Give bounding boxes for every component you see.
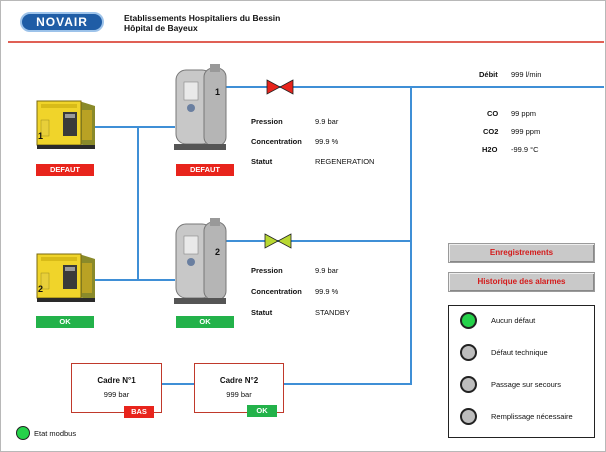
historique-alarmes-button[interactable]: Historique des alarmes [448,272,595,292]
pipe-main-riser [410,86,412,384]
gen2-pression-label: Pression [251,266,283,275]
gen1-pression-value: 9.9 bar [315,117,339,126]
compressor-1-icon[interactable] [35,98,97,150]
gen1-concentration-value: 99.9 % [315,137,339,146]
enregistrements-button[interactable]: Enregistrements [448,243,595,263]
compressor-2-status-badge: OK [36,316,94,328]
pipe-gen2-in [137,279,175,281]
site-title: Etablissements Hospitaliers du Bessin [124,13,281,23]
cadre-2-title: Cadre N°2 [219,376,259,385]
header-divider [8,41,604,43]
modbus-status-icon [16,426,30,440]
cadre-2-status-badge: OK [247,405,277,417]
pipe-gen1-in [137,126,175,128]
cadre-1-panel[interactable]: Cadre N°1 999 bar [71,363,162,413]
gen2-concentration-value: 99.9 % [315,287,339,296]
gen1-statut-value: REGENERATION [315,157,375,166]
gen2-concentration-label: Concentration [251,287,302,296]
debit-value: 999 l/min [511,70,542,79]
gen1-statut-label: Statut [251,157,273,166]
pipe-cadre-link [162,383,194,385]
co-label: CO [487,109,499,118]
h2o-label: H2O [482,145,498,154]
compressor-2-number: 2 [38,284,44,294]
pipe-compressor-collector [137,126,139,281]
status-legend: Aucun défaut Défaut technique Passage su… [448,305,595,438]
gen1-pression-label: Pression [251,117,283,126]
generator-2-icon[interactable] [174,216,230,306]
compressor-1-status-badge: DEFAUT [36,164,94,176]
co2-value: 999 ppm [511,127,541,136]
co-value: 99 ppm [511,109,537,118]
generator-1-icon[interactable] [174,62,230,152]
led-defaut-technique-icon [460,344,477,361]
pipe-compressor1 [95,126,138,128]
gen2-pression-value: 9.9 bar [315,266,339,275]
cadre-2-panel[interactable]: Cadre N°2 999 bar [194,363,284,413]
pipe-gen1-out [226,86,604,88]
legend-remplissage: Remplissage nécessaire [491,412,573,421]
led-passage-secours-icon [460,376,477,393]
legend-passage-secours: Passage sur secours [491,380,562,389]
compressor-1-number: 1 [38,131,44,141]
generator-2-number: 2 [215,247,221,257]
generator-2-status-badge: OK [176,316,234,328]
pipe-cadre2-out [284,383,412,385]
cadre-1-status-badge: BAS [124,406,154,418]
legend-aucun-defaut: Aucun défaut [491,316,536,325]
debit-label: Débit [479,70,498,79]
led-remplissage-icon [460,408,477,425]
valve-1-icon[interactable] [266,79,294,95]
valve-2-icon[interactable] [264,233,292,249]
cadre-1-value: 999 bar [103,390,130,399]
cadre-2-value: 999 bar [226,390,252,399]
novair-logo: NOVAIR [20,12,104,32]
pipe-gen2-out [226,240,412,242]
modbus-label: Etat modbus [34,429,77,438]
h2o-value: -99.9 °C [511,145,539,154]
compressor-2-icon[interactable] [35,251,97,303]
legend-defaut-technique: Défaut technique [491,348,548,357]
gen2-statut-value: STANDBY [315,308,350,317]
generator-1-status-badge: DEFAUT [176,164,234,176]
co2-label: CO2 [483,127,499,136]
pipe-compressor2 [95,279,138,281]
led-aucun-defaut-icon [460,312,477,329]
site-subtitle: Hôpital de Bayeux [124,23,198,33]
generator-1-number: 1 [215,87,221,97]
cadre-1-title: Cadre N°1 [97,376,136,385]
gen1-concentration-label: Concentration [251,137,302,146]
gen2-statut-label: Statut [251,308,273,317]
